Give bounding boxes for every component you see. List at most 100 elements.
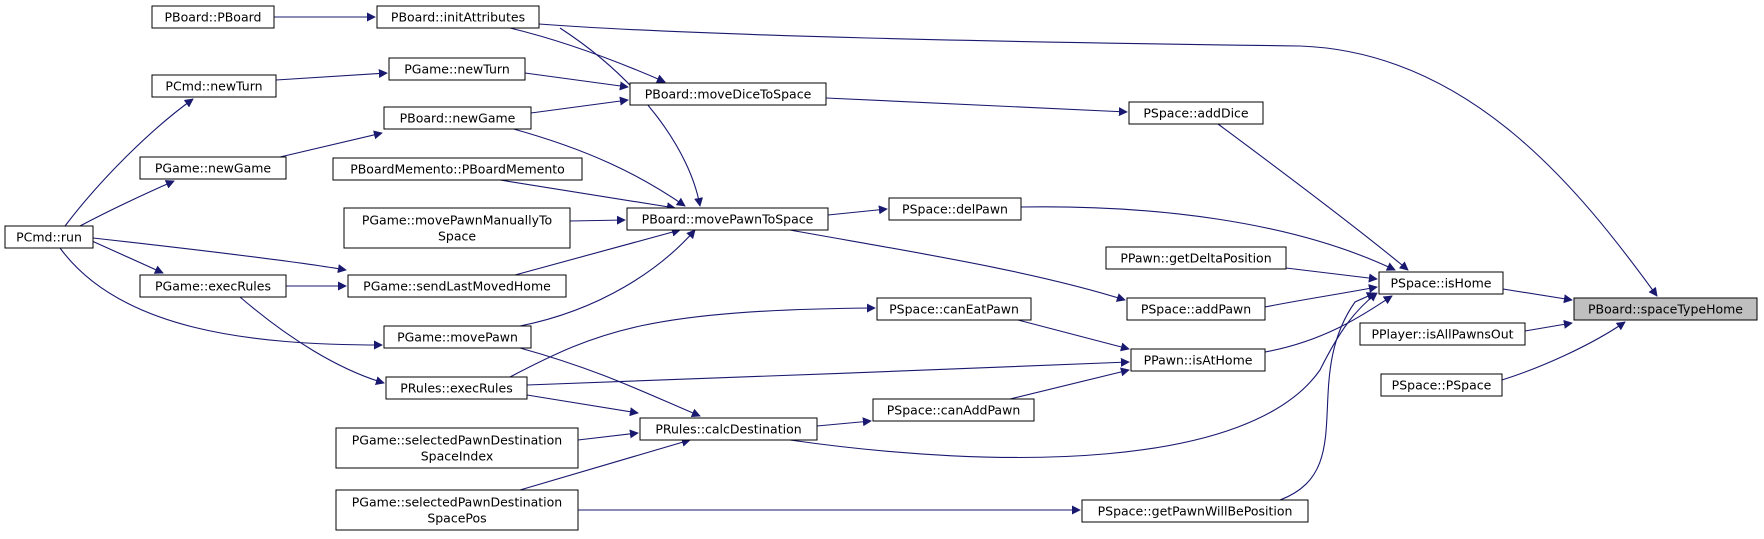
node-box [151,5,275,29]
node-delPawn[interactable]: PSpace::delPawn [888,197,1022,221]
node-spaceTypeHome[interactable]: PBoard::spaceTypeHome [1573,297,1758,321]
node-canEatPawn[interactable]: PSpace::canEatPawn [876,297,1032,321]
node-label: PBoard::initAttributes [391,10,525,25]
node-box [335,489,579,531]
node-initAttributes[interactable]: PBoard::initAttributes [376,5,540,29]
edge-cmdNewTurn-to-pgameNewTurn [275,69,388,81]
node-box [639,417,818,441]
node-box [332,157,583,181]
node-label: PRules::execRules [400,381,512,396]
edge-selIndex-to-calcDestination [577,429,639,441]
node-movePawnToSpace[interactable]: PBoard::movePawnToSpace [626,207,829,231]
node-label: PGame::movePawn [397,330,518,345]
edge-calcDestination-to-canAddPawn [816,417,872,427]
node-box [876,297,1032,321]
edge-layer [59,12,1658,515]
edge-movePawn-to-movePawnToSpace [519,229,696,327]
node-sendLastMovedHome[interactable]: PGame::sendLastMovedHome [347,274,567,298]
node-label: PPawn::isAtHome [1144,353,1253,368]
edge-cmdRun-to-cmdNewTurn [64,98,194,227]
edge-pspace-to-spaceTypeHome [1501,321,1626,381]
node-isAllPawnsOut[interactable]: PPlayer::isAllPawnsOut [1359,322,1526,346]
node-box [388,57,526,81]
node-label: PBoard::movePawnToSpace [642,212,814,227]
edge-isAllPawnsOut-to-spaceTypeHome [1524,319,1573,332]
node-addPawn[interactable]: PSpace::addPawn [1126,297,1266,321]
node-label: PSpace::isHome [1391,276,1492,291]
node-pgameNewTurn[interactable]: PGame::newTurn [388,57,526,81]
node-label: PSpace::PSpace [1392,378,1492,393]
node-gameNewGame[interactable]: PGame::newGame [139,156,287,180]
node-label: PCmd::run [16,230,82,245]
edge-rulesExecRules-to-canEatPawn [509,303,876,378]
edge-pboardNewGame-to-movePawnToSpace [509,127,686,207]
node-label: PSpace::getPawnWillBePosition [1098,504,1293,519]
node-label: PBoardMemento::PBoardMemento [350,162,565,177]
node-box [139,274,287,298]
node-calcDestination[interactable]: PRules::calcDestination [639,417,818,441]
node-box [626,207,829,231]
node-addDice[interactable]: PSpace::addDice [1128,101,1264,125]
edge-cmdRun-to-gameNewGame [79,180,175,227]
node-label: PSpace::canAddPawn [887,403,1021,418]
edge-canEatPawn-to-isAtHome [1017,319,1130,352]
node-label: PPlayer::isAllPawnsOut [1371,327,1513,342]
node-box [1081,499,1309,523]
edge-pgameNewTurn-to-moveDiceToSpace [524,72,629,91]
edge-initAttributes-to-spaceTypeHome [538,23,1658,297]
edge-getDeltaPosition-to-isHome [1285,267,1378,283]
edge-selPos-to-calcDestination [519,437,691,491]
node-box [1378,271,1504,295]
node-rulesExecRules[interactable]: PRules::execRules [385,376,528,400]
edge-cmdRun-to-gameExecRules [91,240,164,274]
node-isAtHome[interactable]: PPawn::isAtHome [1130,348,1266,372]
node-label: PSpace::addDice [1143,106,1249,121]
edge-movePawnToSpace-to-delPawn [827,205,888,216]
node-pboardNewGame[interactable]: PBoard::newGame [383,106,532,130]
node-box [1359,322,1526,346]
edge-movePawnToSpace-to-addPawn [789,229,1126,302]
node-gameExecRules[interactable]: PGame::execRules [139,274,287,298]
node-label: PPawn::getDeltaPosition [1120,251,1271,266]
node-memento[interactable]: PBoardMemento::PBoardMemento [332,157,583,181]
node-movePawn[interactable]: PGame::movePawn [383,325,532,349]
node-box [872,398,1035,422]
node-label: PCmd::newTurn [165,79,262,94]
edge-memento-to-movePawnToSpace [499,179,676,212]
node-box [383,106,532,130]
node-label: PSpace::addPawn [1141,302,1251,317]
node-box [4,225,94,249]
edge-calcDestination-to-isHome [789,292,1378,459]
node-box [629,82,827,106]
node-getPawnWillBePosition[interactable]: PSpace::getPawnWillBePosition [1081,499,1309,523]
node-label: PGame::newTurn [404,62,510,77]
node-cmdRun[interactable]: PCmd::run [4,225,94,249]
node-label: PRules::calcDestination [655,422,801,437]
node-label: PBoard::newGame [400,111,516,126]
node-label: PGame::movePawnManuallyTo [362,213,552,228]
edge-delPawn-to-isHome [1020,206,1396,271]
node-box [1573,297,1758,321]
node-pboard[interactable]: PBoard::PBoard [151,5,275,29]
node-box [1105,246,1287,270]
node-cmdNewTurn[interactable]: PCmd::newTurn [151,74,277,98]
edge-movePawnManually-to-movePawnToSpace [569,215,626,225]
edge-initAttributes-to-movePawnToSpace [559,27,704,207]
node-moveDiceToSpace[interactable]: PBoard::moveDiceToSpace [629,82,827,106]
edge-isHome-to-spaceTypeHome [1502,288,1573,304]
node-canAddPawn[interactable]: PSpace::canAddPawn [872,398,1035,422]
node-label: SpacePos [427,511,486,526]
node-getDeltaPosition[interactable]: PPawn::getDeltaPosition [1105,246,1287,270]
node-box [139,156,287,180]
node-isHome[interactable]: PSpace::isHome [1378,271,1504,295]
node-pspace[interactable]: PSpace::PSpace [1380,373,1503,397]
edge-rulesExecRules-to-isAtHome [526,357,1130,386]
node-label: PGame::newGame [155,161,272,176]
edge-gameNewGame-to-pboardNewGame [279,130,383,158]
node-box [376,5,540,29]
node-box [1380,373,1503,397]
node-label: PSpace::delPawn [902,202,1008,217]
